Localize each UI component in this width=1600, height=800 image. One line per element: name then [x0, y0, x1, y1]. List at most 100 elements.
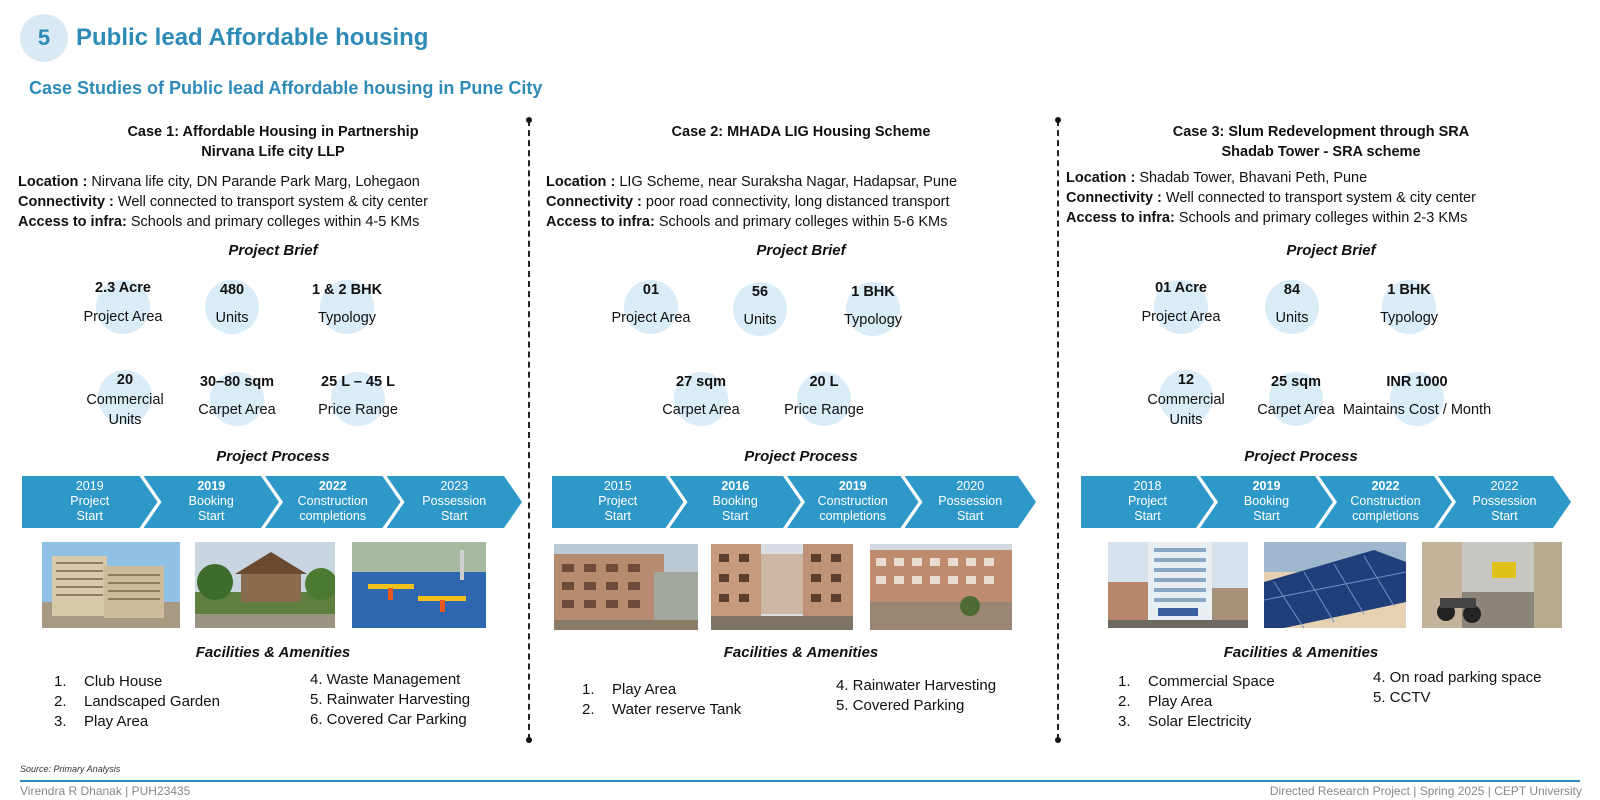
facilities-heading: Facilities & Amenities [723, 644, 879, 661]
process-step-label: Booking Start [712, 494, 758, 523]
amenity-number: 2. [54, 693, 67, 710]
connectivity-label: Connectivity : [18, 194, 114, 210]
amenity-text: Commercial Space [1148, 673, 1275, 690]
connectivity-value: poor road connectivity, long distanced t… [645, 194, 950, 210]
play-area-photo [352, 542, 486, 628]
amenity-number: 1. [54, 673, 67, 690]
location-row: Location : LIG Scheme, near Suraksha Nag… [546, 172, 1056, 192]
connectivity-row: Connectivity : Well connected to transpo… [1066, 188, 1586, 208]
connectivity-row: Connectivity : poor road connectivity, l… [546, 192, 1056, 212]
process-year: 2019 [197, 479, 226, 493]
stat-bubble [1390, 372, 1444, 426]
stat-value: 01 [642, 282, 660, 298]
stat-value: 1 BHK [851, 284, 895, 300]
facilities-heading: Facilities & Amenities [1223, 644, 1379, 661]
tower-photo [1108, 542, 1248, 628]
location-value: Nirvana life city, DN Parande Park Marg,… [91, 174, 420, 190]
process-year: 2023 [440, 479, 469, 493]
stat-label: Maintains Cost / Month [1342, 402, 1492, 418]
location-label: Location : [546, 174, 616, 190]
access-label: Access to infra: [1066, 210, 1175, 226]
amenity-text: Club House [84, 673, 163, 690]
process-year: 2019 [1252, 479, 1281, 493]
amenity-text: Play Area [1148, 693, 1213, 710]
process-year: 2022 [1490, 479, 1519, 493]
source-note: Source: Primary Analysis [20, 764, 121, 774]
stat-bubble [797, 372, 851, 426]
process-step-label: Project Start [598, 494, 638, 523]
amenity-number: 2. [582, 701, 595, 718]
case-info: Location : LIG Scheme, near Suraksha Nag… [546, 172, 1056, 232]
stat-bubble [1269, 372, 1323, 426]
stat-value: 2.3 Acre [95, 280, 151, 296]
facilities-heading: Facilities & Amenities [195, 644, 351, 661]
amenity-text: Play Area [612, 681, 677, 698]
column-divider-2 [1055, 117, 1061, 743]
process-step-label: Booking Start [188, 494, 234, 523]
location-value: Shadab Tower, Bhavani Peth, Pune [1139, 170, 1368, 186]
amenity-text: Water reserve Tank [612, 701, 742, 718]
process-step-label: Project Start [1128, 494, 1167, 523]
amenity-number: 1. [582, 681, 595, 698]
access-label: Access to infra: [546, 214, 655, 230]
case-title-line2: Shadab Tower - SRA scheme [1221, 144, 1421, 160]
amenity-number: 1. [1118, 673, 1131, 690]
case-info: Location : Nirvana life city, DN Parande… [18, 172, 528, 232]
case-title-line1: Case 2: MHADA LIG Housing Scheme [671, 124, 931, 140]
stat-bubble [674, 372, 728, 426]
stat-value: 1 BHK [1387, 282, 1431, 298]
stat-bubble [733, 282, 787, 336]
case-title: Case 3: Slum Redevelopment through SRA S… [1056, 122, 1586, 162]
project-process-heading: Project Process [216, 448, 330, 465]
footer-author: Virendra R Dhanak | PUH23435 [20, 784, 191, 798]
process-step-label: Possession Start [422, 494, 487, 523]
amenity-item: 1. Play Area [582, 680, 741, 700]
project-process-heading: Project Process [744, 448, 858, 465]
process-year: 2018 [1133, 479, 1162, 493]
location-value: LIG Scheme, near Suraksha Nagar, Hadapsa… [619, 174, 958, 190]
process-step-label: Project Start [70, 494, 110, 523]
process-year: 2016 [721, 479, 750, 493]
amenities-left: 1. Club House 2.Landscaped Garden 3.Play … [54, 672, 220, 732]
stat-bubble [846, 282, 900, 336]
amenity-item: 2. Play Area [1118, 692, 1275, 712]
amenity-item: 2.Landscaped Garden [54, 692, 220, 712]
case-3-column: Case 3: Slum Redevelopment through SRA S… [1066, 122, 1586, 747]
process-step-label: Possession Start [938, 494, 1003, 523]
process-step-label: Construction completions [1350, 494, 1421, 523]
process-step-label: Possession Start [1472, 494, 1537, 523]
process-step-label: Construction completions [297, 494, 368, 523]
slide-header: 5 Public lead Affordable housing [20, 14, 428, 62]
stat-value: 25 L – 45 L [321, 374, 395, 390]
connectivity-value: Well connected to transport system & cit… [1165, 190, 1476, 206]
access-value: Schools and primary colleges within 2-3 … [1178, 210, 1468, 226]
access-row: Access to infra: Schools and primary col… [1066, 208, 1586, 228]
case-title-spacer [546, 142, 1056, 162]
project-brief-heading: Project Brief [228, 242, 318, 259]
stat-value: 84 [1283, 282, 1301, 298]
process-year: 2022 [1371, 479, 1400, 493]
amenity-number: 3. [1118, 713, 1131, 730]
amenity-item: 1. Commercial Space [1118, 672, 1275, 692]
stat-bubble [1382, 280, 1436, 334]
parking-street-photo [1422, 542, 1562, 628]
access-value: Schools and primary colleges within 5-6 … [658, 214, 948, 230]
amenity-number: 2. [1118, 693, 1131, 710]
amenity-text: Solar Electricity [1148, 713, 1252, 730]
connectivity-label: Connectivity : [1066, 190, 1162, 206]
amenity-item: 3.Play Area [54, 712, 220, 732]
project-process-heading: Project Process [1244, 448, 1358, 465]
